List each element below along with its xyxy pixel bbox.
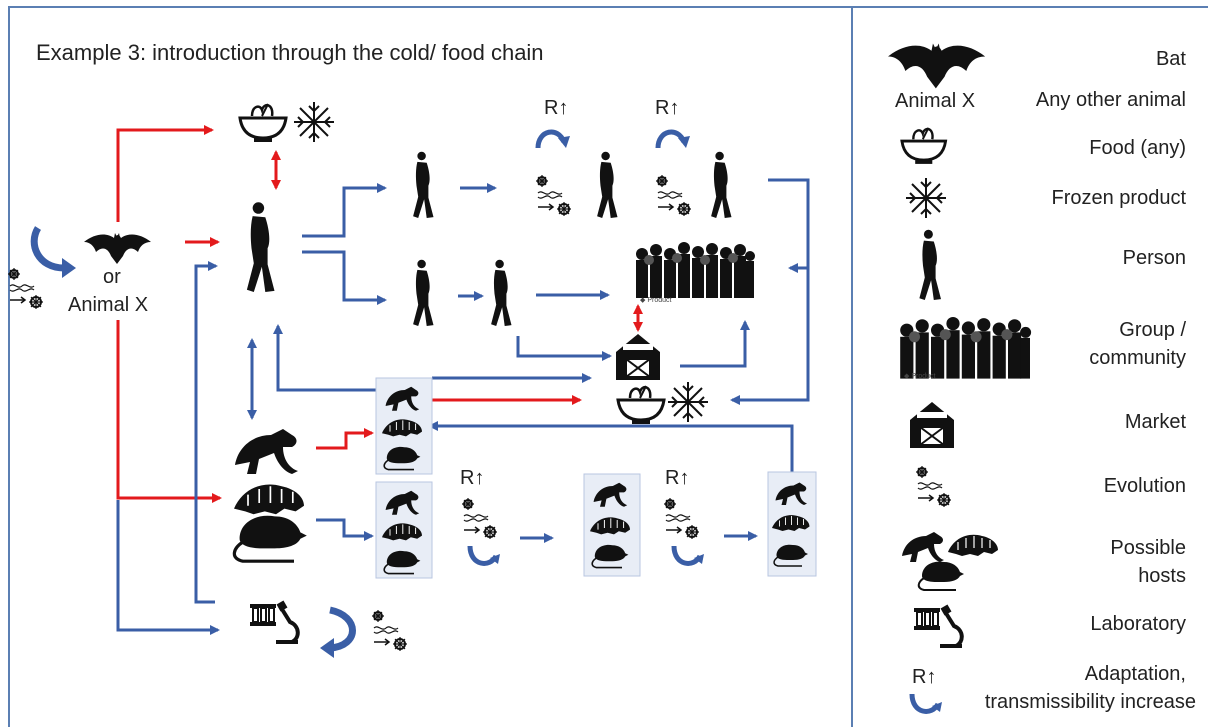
host-stack-1 bbox=[375, 377, 433, 475]
legend-group-icon bbox=[898, 317, 1032, 381]
evolution-icon bbox=[461, 497, 498, 540]
legend-person-icon bbox=[919, 229, 941, 300]
r-up-label: R↑ bbox=[544, 97, 569, 119]
legend-market-icon bbox=[909, 401, 955, 449]
legend-animal-x-icon-text: Animal X bbox=[895, 90, 976, 112]
legend-laboratory-icon bbox=[912, 602, 964, 648]
legend-person-label: Person bbox=[1122, 247, 1186, 269]
legend-bat-label: Bat bbox=[1155, 48, 1186, 70]
legend-hosts-label-1: Possible bbox=[1110, 537, 1186, 559]
person-icon bbox=[597, 151, 618, 218]
blue-arrows bbox=[116, 178, 810, 635]
adaptation-loop-icon bbox=[674, 546, 704, 564]
laboratory-icon bbox=[248, 598, 300, 644]
frozen-icon bbox=[293, 101, 335, 143]
source-loop-icon bbox=[30, 226, 76, 278]
legend-frozen-icon bbox=[905, 177, 947, 219]
legend-laboratory-label: Laboratory bbox=[1090, 613, 1186, 635]
legend-adaptation-label-2: transmissibility increase bbox=[984, 691, 1196, 713]
weasel-icon bbox=[235, 429, 298, 474]
source-or-label: or bbox=[103, 266, 121, 288]
legend-group-label-2: community bbox=[1089, 347, 1186, 369]
legend-weasel-icon bbox=[902, 532, 944, 562]
host-stack-3 bbox=[583, 473, 641, 577]
red-arrow-to-food bbox=[116, 125, 214, 222]
group-community-icon bbox=[634, 242, 755, 300]
evolution-icon bbox=[371, 609, 408, 652]
legend-evolution-label: Evolution bbox=[1103, 475, 1186, 497]
person-icon bbox=[491, 259, 512, 326]
legend-r-up: R↑ bbox=[912, 666, 937, 688]
person-icon bbox=[711, 151, 732, 218]
evolution-icon bbox=[663, 497, 700, 540]
market-icon bbox=[615, 333, 661, 381]
food-icon bbox=[616, 384, 666, 426]
diagram-title: Example 3: introduction through the cold… bbox=[36, 40, 544, 65]
legend-bat-icon bbox=[888, 43, 986, 89]
legend-food-icon bbox=[900, 126, 948, 166]
adaptation-loop-icon bbox=[538, 132, 570, 148]
food-icon bbox=[238, 102, 288, 144]
red-arrow-to-hosts bbox=[116, 320, 222, 503]
legend-food-label: Food (any) bbox=[1089, 137, 1186, 159]
adaptation-loop-icon bbox=[470, 546, 500, 564]
evolution-icon bbox=[655, 174, 692, 217]
evolution-icon bbox=[7, 267, 44, 310]
legend-market-label: Market bbox=[1124, 411, 1186, 433]
host-stack-4 bbox=[767, 471, 817, 577]
red-arrows bbox=[116, 125, 643, 503]
bat-icon bbox=[84, 233, 151, 264]
person-icon bbox=[413, 151, 434, 218]
host-stack-2 bbox=[375, 481, 433, 579]
rat-icon bbox=[232, 514, 309, 563]
person-icon bbox=[413, 259, 434, 326]
r-up-label: R↑ bbox=[665, 467, 690, 489]
r-up-label: R↑ bbox=[655, 97, 680, 119]
legend-adaptation-label-1: Adaptation, bbox=[1084, 663, 1186, 685]
evolution-icon bbox=[535, 174, 572, 217]
legend-evolution-icon bbox=[915, 465, 952, 508]
legend-hosts-label-2: hosts bbox=[1138, 565, 1186, 587]
legend-animal-x-label: Any other animal bbox=[1035, 89, 1186, 111]
frozen-icon bbox=[667, 381, 709, 423]
legend-divider bbox=[851, 6, 853, 727]
product-tag: ◆ Product bbox=[640, 297, 672, 304]
diagram-frame bbox=[8, 6, 1208, 727]
person-icon bbox=[246, 202, 275, 292]
adaptation-loop-icon bbox=[658, 132, 690, 148]
legend-pangolin-icon bbox=[947, 534, 999, 557]
legend-adaptation-icon bbox=[912, 694, 942, 712]
product-tag: ◆ Product bbox=[904, 373, 936, 380]
red-arrow-hosts-to-stack bbox=[316, 428, 374, 450]
r-up-label: R↑ bbox=[460, 467, 485, 489]
source-animal-x-label: Animal X bbox=[68, 294, 149, 316]
legend-frozen-label: Frozen product bbox=[1051, 187, 1186, 209]
pangolin-icon bbox=[233, 483, 305, 516]
legend-group-label-1: Group / bbox=[1119, 319, 1186, 341]
lab-loop-icon bbox=[320, 606, 356, 658]
legend-rat-icon bbox=[917, 560, 965, 591]
